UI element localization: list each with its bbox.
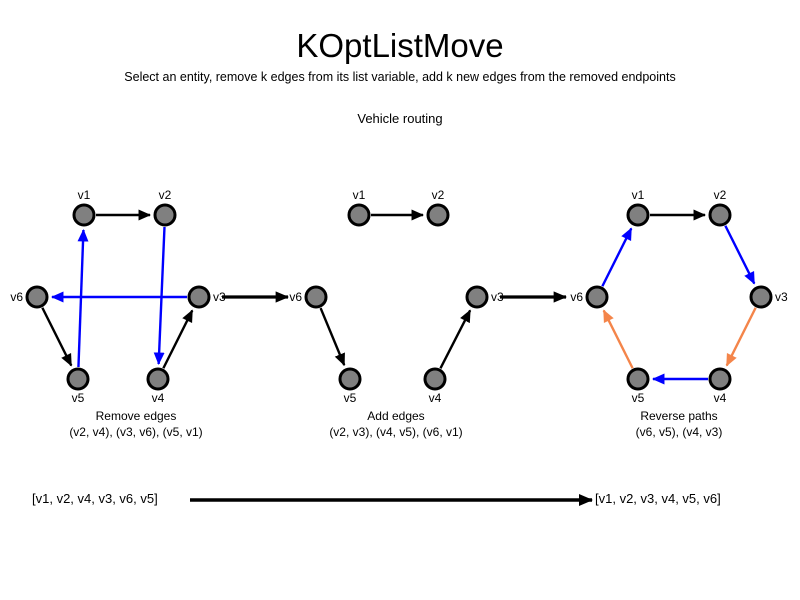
node-add-v2[interactable] xyxy=(426,203,450,227)
node-label-remove-v5: v5 xyxy=(72,391,85,405)
node-add-v1[interactable] xyxy=(347,203,371,227)
panel-remove-edges xyxy=(41,209,194,369)
edge-v6-to-v5 xyxy=(319,307,346,367)
before-list-label: [v1, v2, v4, v3, v6, v5] xyxy=(32,491,158,506)
caption-title-reverse: Reverse paths xyxy=(640,409,718,423)
node-add-v6[interactable] xyxy=(304,285,328,309)
caption-title-add: Add edges xyxy=(367,409,425,423)
node-add-v3[interactable] xyxy=(465,285,489,309)
node-add-v5[interactable] xyxy=(338,367,362,391)
node-label-remove-v1: v1 xyxy=(78,188,91,202)
node-label-add-v2: v2 xyxy=(432,188,445,202)
node-add-v4[interactable] xyxy=(423,367,447,391)
node-label-remove-v3: v3 xyxy=(213,290,226,304)
caption-reverse: Reverse paths (v6, v5), (v4, v3) xyxy=(529,408,800,440)
node-reverse-v3[interactable] xyxy=(749,285,773,309)
node-label-remove-v2: v2 xyxy=(159,188,172,202)
node-label-remove-v4: v4 xyxy=(152,391,165,405)
node-reverse-v5[interactable] xyxy=(626,367,650,391)
node-remove-v4[interactable] xyxy=(146,367,170,391)
node-label-reverse-v4: v4 xyxy=(714,391,727,405)
node-reverse-v1[interactable] xyxy=(626,203,650,227)
page-title: KOptListMove xyxy=(296,27,504,64)
caption-title-remove: Remove edges xyxy=(95,409,177,423)
node-label-reverse-v3: v3 xyxy=(775,290,788,304)
edge-v6-to-v1 xyxy=(601,227,633,287)
node-remove-v6[interactable] xyxy=(25,285,49,309)
context-label: Vehicle routing xyxy=(357,111,443,126)
node-reverse-v2[interactable] xyxy=(708,203,732,227)
node-reverse-v4[interactable] xyxy=(708,367,732,391)
panel-reverse-edges xyxy=(601,209,757,385)
edge-v2-to-v3 xyxy=(724,225,756,285)
node-remove-v3[interactable] xyxy=(187,285,211,309)
edge-v4-to-v3 xyxy=(439,309,472,369)
node-label-reverse-v1: v1 xyxy=(632,188,645,202)
node-remove-v5[interactable] xyxy=(66,367,90,391)
edge-v6-to-v5 xyxy=(41,307,73,367)
panel-remove-nodes: v1 v2 v3 v4 v5 v6 xyxy=(10,188,226,405)
after-list-label: [v1, v2, v3, v4, v5, v6] xyxy=(595,491,721,506)
caption-detail-add: (v2, v3), (v4, v5), (v6, v1) xyxy=(329,425,463,439)
node-label-add-v3: v3 xyxy=(491,290,504,304)
edge-v5-to-v6 xyxy=(602,309,634,369)
caption-add: Add edges (v2, v3), (v4, v5), (v6, v1) xyxy=(246,408,546,440)
caption-detail-reverse: (v6, v5), (v4, v3) xyxy=(635,425,723,439)
panel-add-nodes: v1 v2 v3 v4 v5 v6 xyxy=(289,188,504,405)
node-remove-v2[interactable] xyxy=(153,203,177,227)
panel-add-edges xyxy=(319,209,472,369)
node-label-remove-v6: v6 xyxy=(10,290,23,304)
node-label-add-v1: v1 xyxy=(353,188,366,202)
node-label-add-v4: v4 xyxy=(429,391,442,405)
edge-v5-to-v1 xyxy=(77,228,89,368)
node-label-reverse-v2: v2 xyxy=(714,188,727,202)
node-label-add-v6: v6 xyxy=(289,290,302,304)
node-remove-v1[interactable] xyxy=(72,203,96,227)
caption-remove: Remove edges (v2, v4), (v3, v6), (v5, v1) xyxy=(0,408,286,440)
caption-detail-remove: (v2, v4), (v3, v6), (v5, v1) xyxy=(69,425,203,439)
edge-v4-to-v3 xyxy=(162,309,194,369)
edge-v2-to-v4 xyxy=(153,226,166,366)
node-label-reverse-v6: v6 xyxy=(570,290,583,304)
node-label-add-v5: v5 xyxy=(344,391,357,405)
edge-v3-to-v4 xyxy=(725,307,757,367)
node-reverse-v6[interactable] xyxy=(585,285,609,309)
node-label-reverse-v5: v5 xyxy=(632,391,645,405)
panel-reverse-nodes: v1 v2 v3 v4 v5 v6 xyxy=(570,188,788,405)
page-subtitle: Select an entity, remove k edges from it… xyxy=(124,70,676,84)
